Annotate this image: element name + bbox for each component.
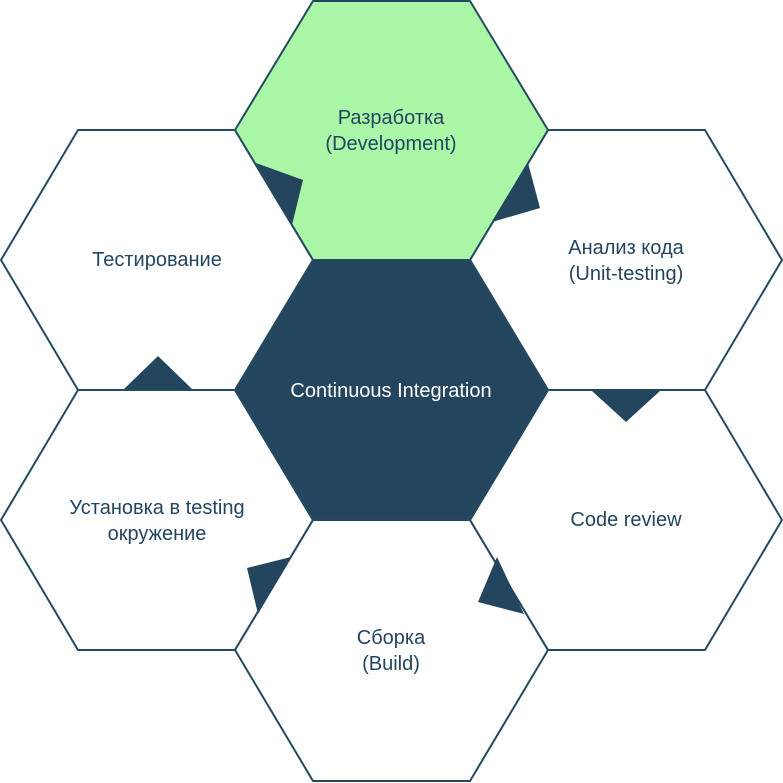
arrow-testing-to-development bbox=[256, 163, 303, 225]
hex-center bbox=[234, 259, 549, 521]
code-analysis-label-line2: (Unit-testing) bbox=[569, 263, 683, 285]
arrow-review-to-build bbox=[478, 557, 524, 614]
development-label-line1: Разработка bbox=[338, 107, 445, 129]
build-label-line2: (Build) bbox=[362, 653, 420, 675]
center-label: Continuous Integration bbox=[290, 380, 491, 402]
arrow-build-to-deploy bbox=[247, 557, 291, 614]
arrow-analysis-to-review bbox=[592, 391, 660, 422]
arrow-deploy-to-testing bbox=[124, 356, 192, 389]
code-analysis-label-line1: Анализ кода bbox=[568, 237, 684, 259]
arrow-development-to-analysis bbox=[492, 163, 540, 222]
development-label-line2: (Development) bbox=[325, 133, 456, 155]
deploy-testing-label-line2: окружение bbox=[108, 523, 207, 545]
testing-label: Тестирование bbox=[92, 249, 222, 271]
code-review-label: Code review bbox=[570, 509, 682, 531]
build-label-line1: Сборка bbox=[357, 627, 426, 649]
deploy-testing-label-line1: Установка в testing bbox=[69, 497, 244, 519]
